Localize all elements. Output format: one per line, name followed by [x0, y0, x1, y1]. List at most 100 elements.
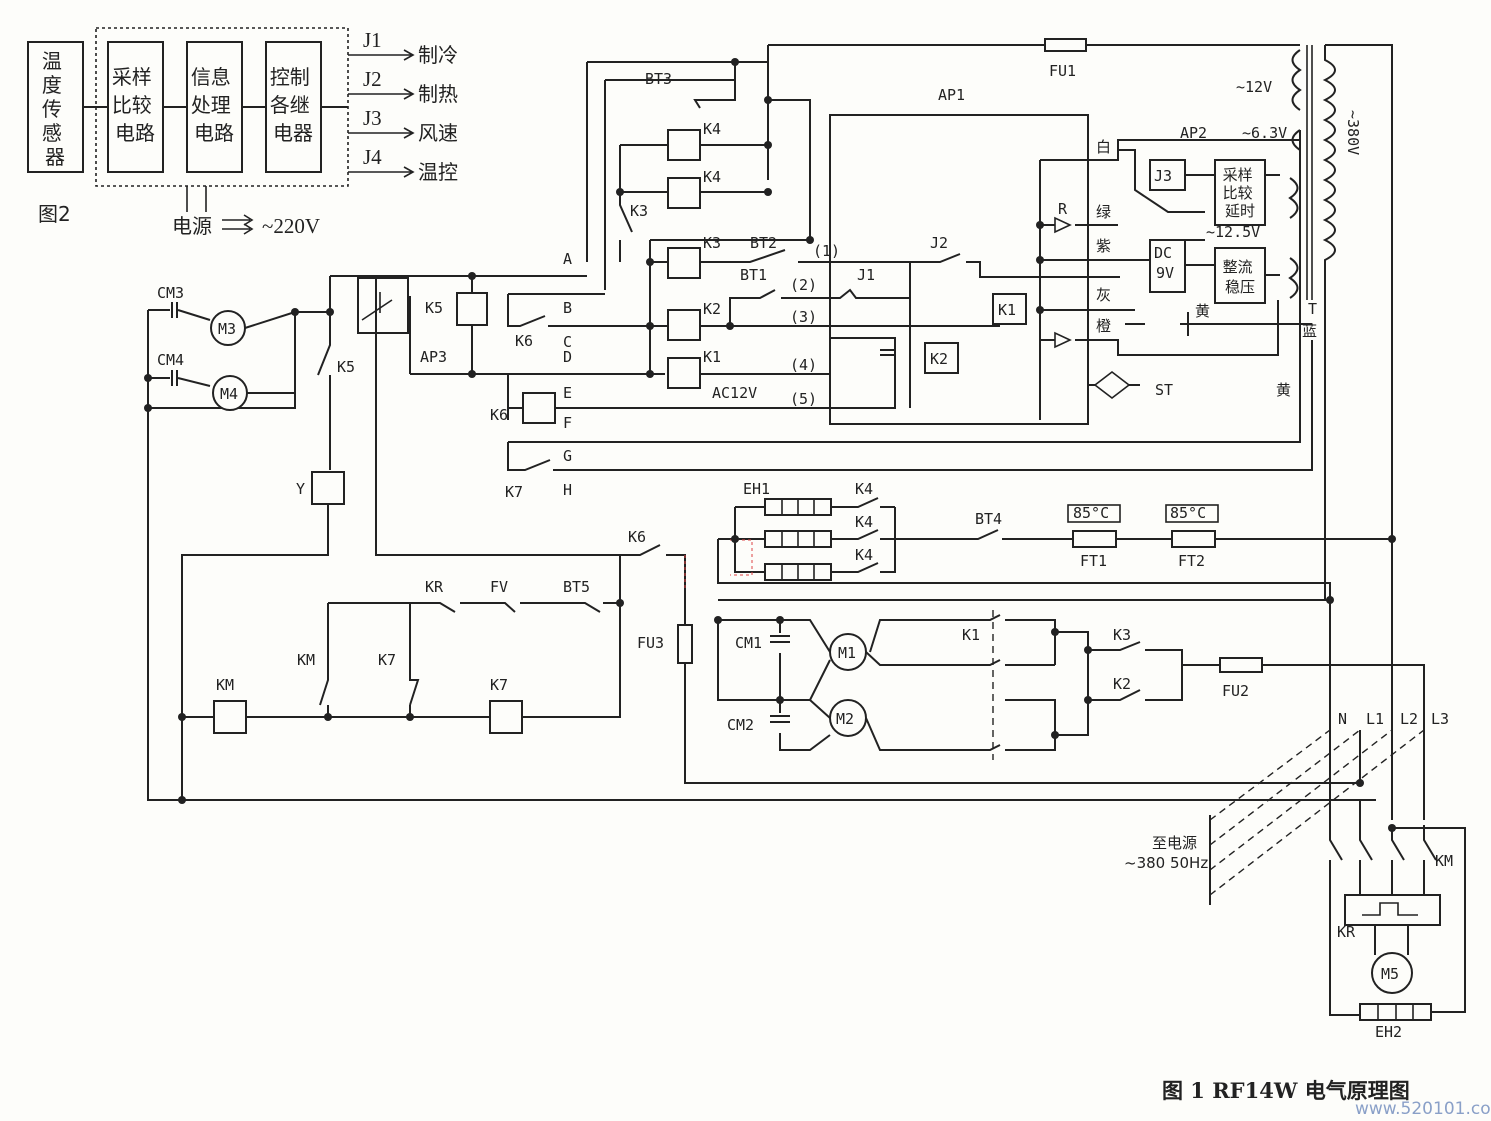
fig2-block-sampling: 采样 比较 电路: [112, 65, 158, 145]
label-ap3: AP3: [420, 348, 447, 366]
label-ap1: AP1: [938, 86, 965, 104]
label-km: KM: [1435, 852, 1453, 870]
label-cm1: CM1: [735, 634, 762, 652]
label-ft2: FT2: [1178, 552, 1205, 570]
fig2-caption: 图2: [38, 202, 71, 226]
label-l3: L3: [1431, 710, 1449, 728]
line-number: (5): [790, 390, 817, 408]
label-k1: K1: [962, 626, 980, 644]
component-labels: FU1 ~12V ~6.3V ~380V ~12.5V AP1 AP2 AP3 …: [157, 62, 1453, 1041]
label-63v: ~6.3V: [1242, 124, 1287, 142]
label-cm3: CM3: [157, 284, 184, 302]
label-kr: KR: [425, 578, 444, 596]
label-k6: K6: [490, 406, 508, 424]
label-k6: K6: [628, 528, 646, 546]
label-fv: FV: [490, 578, 508, 596]
terminal-label: D: [563, 348, 572, 366]
fig2-output-label: 制冷: [418, 43, 458, 67]
label-m5: M5: [1381, 965, 1399, 983]
label-125v: ~12.5V: [1206, 223, 1260, 241]
label-k4: K4: [855, 546, 873, 564]
label-k3: K3: [1113, 626, 1131, 644]
label-bt1: BT1: [740, 266, 767, 284]
fig2-output-tag: J2: [363, 67, 382, 91]
fig2-output-tag: J1: [363, 28, 382, 52]
fig2-output-tag: J4: [363, 145, 382, 169]
label-ac12v: AC12V: [712, 384, 757, 402]
label-cm4: CM4: [157, 351, 184, 369]
label-k1-ap1: K1: [998, 301, 1016, 319]
label-r: R: [1058, 200, 1068, 218]
wire-color-orange: 橙: [1096, 317, 1111, 335]
label-bt4: BT4: [975, 510, 1002, 528]
label-fu3: FU3: [637, 634, 664, 652]
mains-label: 至电源: [1152, 834, 1197, 852]
box-sample-delay: 采样 比较 延时: [1223, 166, 1258, 220]
label-k2-ap1: K2: [930, 350, 948, 368]
figure1-caption: 图 1 RF14W 电气原理图: [1162, 1078, 1410, 1103]
label-t: T: [1308, 300, 1317, 318]
label-k7: K7: [490, 676, 508, 694]
label-n: N: [1338, 710, 1347, 728]
label-j3: J3: [1154, 167, 1172, 185]
fig2-output-label: 制热: [418, 82, 458, 106]
label-m4: M4: [220, 385, 238, 403]
label-fu1: FU1: [1049, 62, 1076, 80]
label-12v: ~12V: [1236, 78, 1272, 96]
label-m2: M2: [836, 710, 854, 728]
label-k4: K4: [703, 120, 721, 138]
wire-color-yellow: 黄: [1195, 302, 1210, 320]
label-bt2: BT2: [750, 234, 777, 252]
label-ap2: AP2: [1180, 124, 1207, 142]
fig2-block-control: 控制 各继 电器: [270, 65, 316, 145]
terminal-label: A: [563, 250, 572, 268]
label-m3: M3: [218, 320, 236, 338]
terminal-label: H: [563, 481, 572, 499]
label-cm2: CM2: [727, 716, 754, 734]
wire-color-purple: 紫: [1096, 237, 1111, 255]
label-k4: K4: [703, 168, 721, 186]
label-ft1: FT1: [1080, 552, 1107, 570]
figure2-block-diagram: 温 度 传 感 器 采样 比较 电路 信息 处理 电路 控制 各继 电器 J1 …: [27, 27, 458, 238]
figure1-wiring: [144, 38, 1466, 1021]
fig2-power-label: 电源: [172, 214, 212, 238]
terminal-label: E: [563, 384, 572, 402]
label-k6: K6: [515, 332, 533, 350]
label-j1: J1: [857, 266, 875, 284]
label-temp: 85°C: [1073, 504, 1109, 522]
wire-color-green: 绿: [1096, 203, 1111, 221]
label-kr: KR: [1337, 923, 1356, 941]
fig2-power-value: ~220V: [262, 214, 320, 238]
label-k5: K5: [425, 299, 443, 317]
label-k2: K2: [1113, 675, 1131, 693]
label-k5: K5: [337, 358, 355, 376]
line-number: (4): [790, 356, 817, 374]
line-number: (3): [790, 308, 817, 326]
mains-voltage: ~380 50Hz: [1124, 854, 1208, 872]
label-eh2: EH2: [1375, 1023, 1402, 1041]
label-k3: K3: [703, 234, 721, 252]
label-380v: ~380V: [1344, 110, 1362, 155]
label-eh1: EH1: [743, 480, 770, 498]
fig2-output-tag: J3: [363, 106, 382, 130]
label-km: KM: [216, 676, 234, 694]
label-k4: K4: [855, 480, 873, 498]
label-y: Y: [296, 480, 305, 498]
box-rectifier: 整流 稳压: [1223, 258, 1258, 296]
label-bt3: BT3: [645, 70, 672, 88]
terminal-label: G: [563, 447, 572, 465]
label-k3: K3: [630, 202, 648, 220]
label-km: KM: [297, 651, 315, 669]
line-number: (1): [813, 242, 840, 260]
label-j2: J2: [930, 234, 948, 252]
fig2-output-label: 风速: [418, 121, 458, 145]
terminal-label: B: [563, 299, 572, 317]
fig2-output-label: 温控: [418, 160, 458, 184]
wire-color-blue: 蓝: [1302, 322, 1317, 340]
wire-color-gray: 灰: [1096, 286, 1111, 304]
label-k7: K7: [378, 651, 396, 669]
label-k1: K1: [703, 348, 721, 366]
label-k7: K7: [505, 483, 523, 501]
watermark: www.520101.com: [1355, 1099, 1491, 1119]
label-m1: M1: [838, 644, 856, 662]
